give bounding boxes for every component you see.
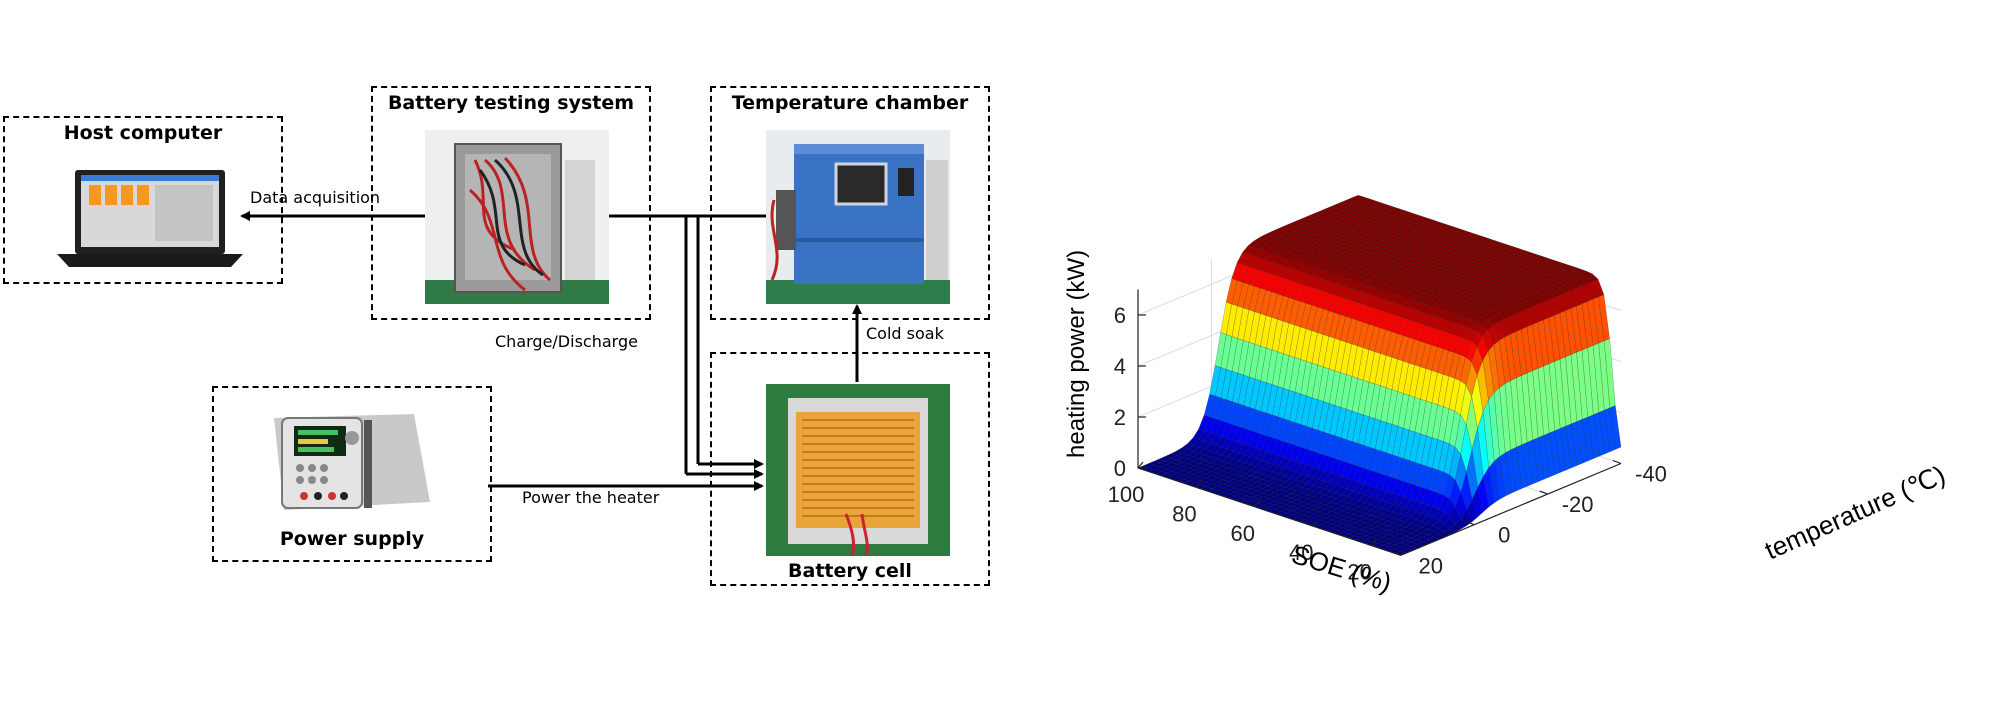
host-computer-box: Host computer xyxy=(3,116,283,284)
power-supply-photo xyxy=(274,414,430,510)
temperature-tick xyxy=(1392,551,1402,556)
z-tick-label: 6 xyxy=(1114,303,1126,328)
temperature-axis-line xyxy=(1400,462,1622,556)
battery-cell-title: Battery cell xyxy=(788,560,912,582)
temperature-tick xyxy=(1612,459,1622,465)
temperature-tick xyxy=(1539,490,1548,495)
battery-testing-system-title: Battery testing system xyxy=(387,92,635,114)
power-the-heater-label: Power the heater xyxy=(522,488,660,507)
temperature-chamber-title: Temperature chamber xyxy=(731,92,969,114)
temperature-tick-label: 0 xyxy=(1498,523,1510,548)
connector-layer xyxy=(240,211,862,491)
temperature-chamber-photo xyxy=(766,130,950,304)
soe-tick xyxy=(1371,539,1378,546)
z-axis-label: heating power (kW) xyxy=(1063,250,1090,458)
data-acquisition-label: Data acquisition xyxy=(250,188,381,207)
power-supply-box: Power supply xyxy=(212,386,492,562)
soe-axis-line xyxy=(1137,467,1401,556)
soe-tick xyxy=(1254,500,1261,508)
soe-tick-label: 40 xyxy=(1289,540,1313,565)
temperature-tick-label: -40 xyxy=(1635,462,1667,487)
charge-discharge-label: Charge/Discharge xyxy=(495,332,638,351)
temperature-axis-label: temperature (℃) xyxy=(1760,459,1949,565)
host-computer-title: Host computer xyxy=(63,122,223,144)
battery-cell-box: Battery cell xyxy=(710,352,990,586)
temperature-tick-label: 20 xyxy=(1419,553,1443,578)
temperature-tick xyxy=(1465,521,1475,526)
soe-tick xyxy=(1312,519,1319,527)
temperature-tick-label: -20 xyxy=(1562,492,1594,517)
z-tick-label: 4 xyxy=(1114,354,1126,379)
battery-tester-photo xyxy=(425,130,609,304)
temperature-chamber-box: Temperature chamber xyxy=(710,86,990,320)
soe-tick-label: 60 xyxy=(1231,521,1255,546)
battery-testing-system-box: Battery testing system xyxy=(371,86,651,320)
soe-tick-label: 100 xyxy=(1108,482,1145,507)
cold-soak-label: Cold soak xyxy=(866,324,944,343)
soe-tick xyxy=(1137,461,1144,469)
laptop-icon xyxy=(57,170,243,267)
power-supply-title: Power supply xyxy=(279,528,425,550)
battery-cell-photo xyxy=(766,384,950,556)
heating-power-surface-chart: 0 2 4 6 100 80 60 40 20 20 0 -20 -40 heating power (… xyxy=(1063,195,1950,598)
soe-tick xyxy=(1195,481,1202,488)
soe-tick-label: 80 xyxy=(1172,501,1196,526)
soe-tick-label: 20 xyxy=(1347,560,1371,585)
z-tick-label: 2 xyxy=(1114,405,1126,430)
z-tick-label: 0 xyxy=(1114,456,1126,481)
